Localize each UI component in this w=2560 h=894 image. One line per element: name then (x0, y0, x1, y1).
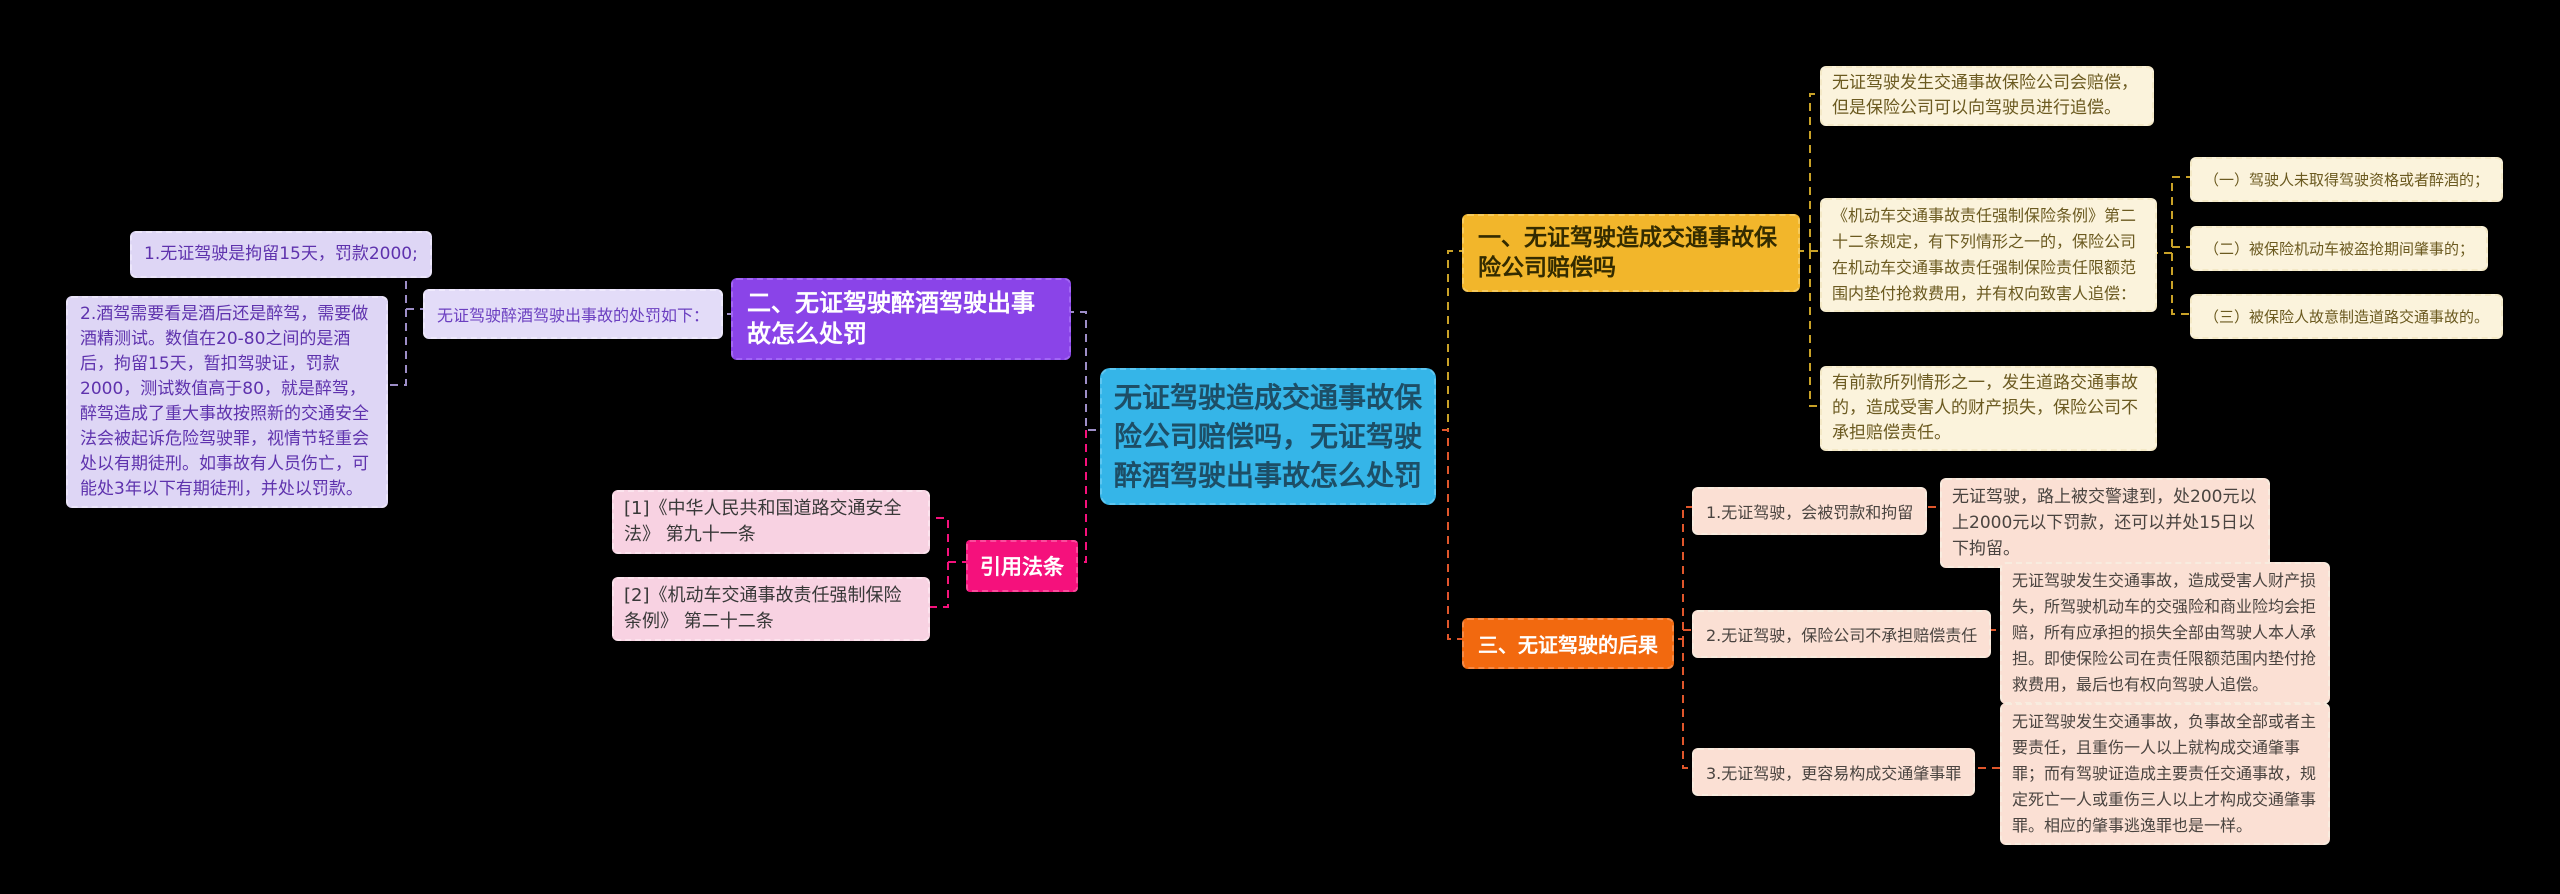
branch-one-item-1[interactable]: 无证驾驶发生交通事故保险公司会赔偿，但是保险公司可以向驾驶员进行追偿。 (1820, 66, 2154, 126)
branch-two-item-2[interactable]: 2.酒驾需要看是酒后还是醉驾，需要做酒精测试。数值在20-80之间的是酒后，拘留… (66, 296, 388, 508)
branch-three-detail-2[interactable]: 无证驾驶发生交通事故，造成受害人财产损失，所驾驶机动车的交强险和商业险均会拒赔，… (2000, 562, 2330, 704)
branch-three-item-2[interactable]: 2.无证驾驶，保险公司不承担赔偿责任 (1692, 610, 1992, 658)
central-topic[interactable]: 无证驾驶造成交通事故保险公司赔偿吗，无证驾驶醉酒驾驶出事故怎么处罚 (1100, 368, 1436, 505)
branch-two-title[interactable]: 二、无证驾驶醉酒驾驶出事故怎么处罚 (731, 278, 1071, 360)
branch-three-detail-1[interactable]: 无证驾驶，路上被交警逮到，处200元以上2000元以下罚款，还可以并处15日以下… (1940, 478, 2270, 568)
branch-three-item-1[interactable]: 1.无证驾驶，会被罚款和拘留 (1692, 487, 1928, 535)
branch-one-case-2[interactable]: （二）被保险机动车被盗抢期间肇事的； (2190, 226, 2489, 271)
law-item-2[interactable]: [2]《机动车交通事故责任强制保险条例》 第二十二条 (612, 577, 930, 641)
branch-one-case-3[interactable]: （三）被保险人故意制造道路交通事故的。 (2190, 294, 2504, 339)
branch-one-item-3[interactable]: 有前款所列情形之一，发生道路交通事故的，造成受害人的财产损失，保险公司不承担赔偿… (1820, 366, 2157, 451)
branch-one-case-1[interactable]: （一）驾驶人未取得驾驶资格或者醉酒的； (2190, 157, 2504, 202)
branch-one-title[interactable]: 一、无证驾驶造成交通事故保险公司赔偿吗 (1462, 214, 1800, 292)
branch-three-detail-3[interactable]: 无证驾驶发生交通事故，负事故全部或者主要责任，且重伤一人以上就构成交通肇事罪；而… (2000, 703, 2330, 845)
law-item-1[interactable]: [1]《中华人民共和国道路交通安全法》 第九十一条 (612, 490, 930, 554)
connector-center-to-branch-three (1428, 429, 1468, 640)
connector-branch-three-to-items (1664, 506, 1698, 769)
branch-three-item-3[interactable]: 3.无证驾驶，更容易构成交通肇事罪 (1692, 748, 1976, 796)
connector-laws-to-items (926, 517, 970, 608)
branch-three-title[interactable]: 三、无证驾驶的后果 (1462, 618, 1674, 669)
laws-branch-title[interactable]: 引用法条 (966, 540, 1078, 592)
branch-one-item-2[interactable]: 《机动车交通事故责任强制保险条例》第二十二条规定，有下列情形之一的，保险公司在机… (1820, 198, 2157, 312)
branch-two-item-1[interactable]: 1.无证驾驶是拘留15天，罚款2000; (130, 231, 432, 278)
branch-two-intro[interactable]: 无证驾驶醉酒驾驶出事故的处罚如下： (423, 289, 724, 339)
connector-center-to-laws (1058, 430, 1087, 563)
